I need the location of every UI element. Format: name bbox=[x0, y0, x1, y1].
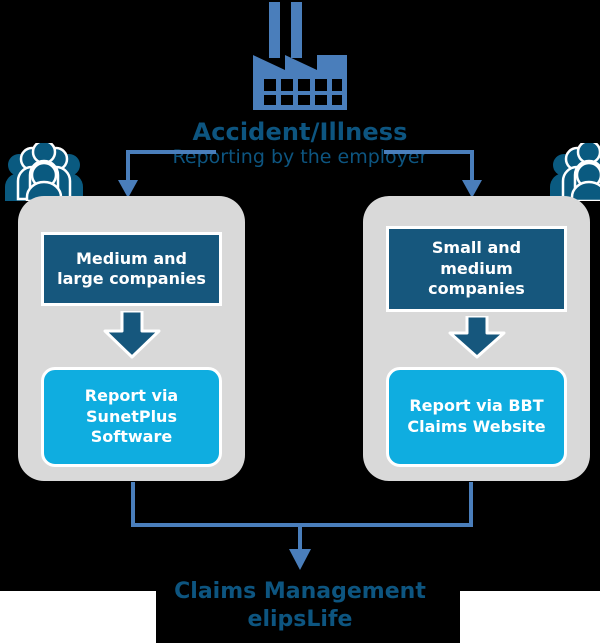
title-primary: Accident/Illness bbox=[192, 118, 408, 146]
down-block-arrow-icon-right bbox=[448, 314, 506, 359]
footer-line-2: elipsLife bbox=[247, 606, 353, 632]
footer-label: Claims Management elipsLife bbox=[0, 578, 600, 633]
factory-icon bbox=[247, 2, 353, 114]
title-secondary: Reporting by the employer bbox=[172, 145, 428, 168]
group-of-people-icon-right bbox=[550, 139, 600, 203]
report-box-right[interactable]: Report via BBT Claims Website bbox=[386, 367, 567, 467]
footer-strip-right bbox=[460, 591, 600, 643]
group-of-people-icon-left bbox=[5, 139, 83, 203]
footer-bar bbox=[156, 583, 460, 643]
footer-strip-left bbox=[0, 591, 156, 643]
company-box-right: Small and medium companies bbox=[386, 226, 567, 312]
footer-line-1: Claims Management bbox=[174, 579, 426, 604]
down-block-arrow-icon-left bbox=[103, 309, 161, 359]
report-box-left[interactable]: Report via SunetPlus Software bbox=[41, 367, 222, 467]
company-box-left: Medium and large companies bbox=[41, 232, 222, 306]
diagram-title: Accident/Illness Reporting by the employ… bbox=[0, 119, 600, 168]
